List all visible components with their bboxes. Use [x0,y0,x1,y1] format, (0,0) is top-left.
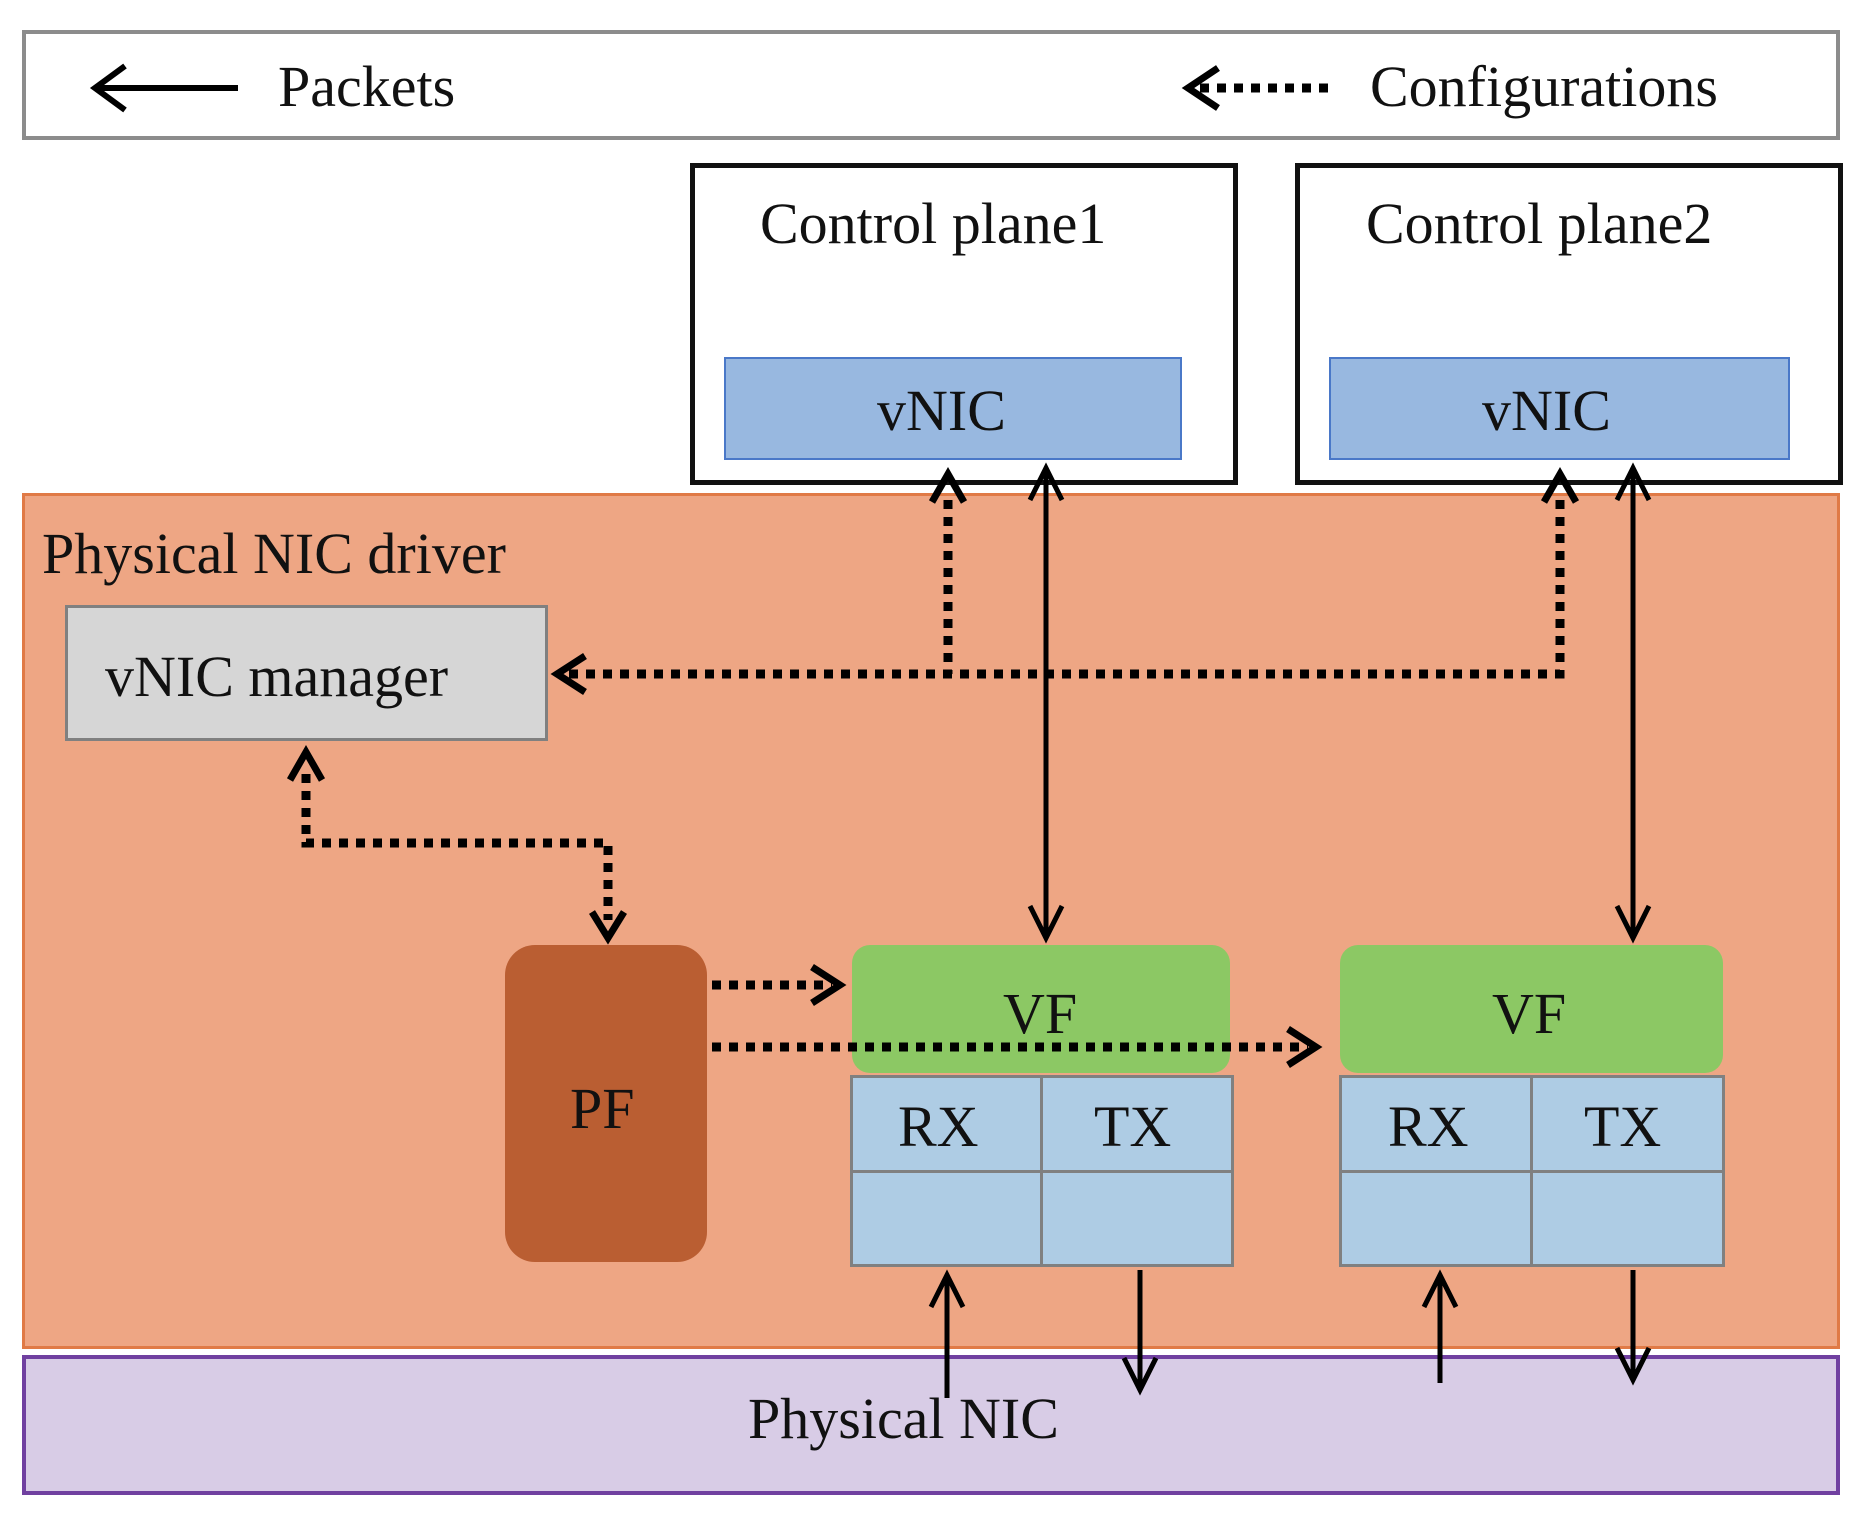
vf-1-block [852,945,1230,1073]
config-arrow-pf-to-vf1 [712,964,847,1006]
vnic-manager-label: vNIC manager [105,644,449,709]
control-plane-1-vnic-label: vNIC [877,378,1006,443]
packet-arrow-nic-to-vf1-rx [928,1269,966,1398]
vnic-manager-box [65,605,548,741]
legend-configurations-label: Configurations [1370,54,1718,119]
physical-nic-label: Physical NIC [748,1386,1059,1451]
physical-nic-driver-title: Physical NIC driver [42,521,506,586]
legend-box [22,30,1840,140]
physical-nic-region [22,1355,1840,1495]
packet-arrow-vf1-tx-to-nic [1121,1270,1159,1396]
packet-arrow-vf2-tx-to-nic [1614,1270,1652,1386]
packet-arrow-cp2-vf2 [1614,462,1652,944]
vf-2-rx-label: RX [1388,1094,1469,1159]
pf-label: PF [570,1076,635,1141]
config-arrow-manager-to-pf [286,744,627,945]
vf-2-queue-divider-h [1339,1170,1725,1173]
vf-1-rx-label: RX [898,1094,979,1159]
legend-config-arrow-sample [1181,65,1328,111]
pf-block [505,945,707,1262]
control-plane-2-vnic [1329,357,1790,460]
packet-arrow-cp1-vf1 [1027,462,1065,944]
vf-1-queue-divider-h [850,1170,1234,1173]
packet-arrow-nic-to-vf2-rx [1421,1269,1459,1383]
control-plane-1-vnic [724,357,1182,460]
vf-2-tx-label: TX [1584,1094,1662,1159]
config-arrow-vnics-to-manager [550,466,1580,695]
vf-1-label: VF [1003,981,1078,1046]
control-plane-1-title: Control plane1 [760,191,1107,256]
legend-packets-label: Packets [278,54,456,119]
control-plane-2-title: Control plane2 [1366,191,1713,256]
legend-packet-arrow-sample [89,63,238,113]
control-plane-2-vnic-label: vNIC [1482,378,1611,443]
vf-2-block [1340,945,1723,1073]
vf-2-label: VF [1492,981,1567,1046]
vf-1-tx-label: TX [1094,1094,1172,1159]
config-arrow-pf-to-vf2 [712,1026,1323,1068]
